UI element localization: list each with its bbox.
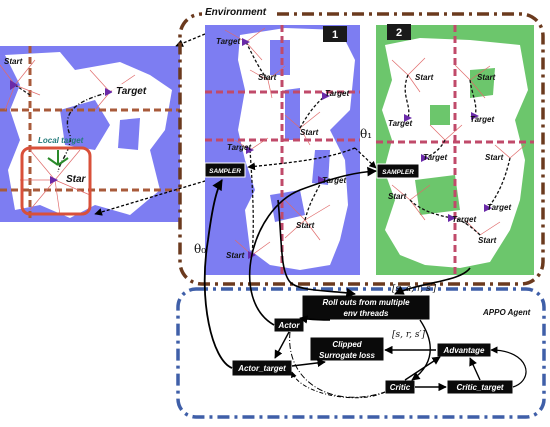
local-target-label: Local target bbox=[38, 136, 84, 145]
zoom-start-cut-label: Star bbox=[66, 174, 87, 185]
zoom-highlight-box bbox=[20, 146, 92, 216]
p1-start-3: Start bbox=[296, 221, 315, 230]
panel-2-number: 2 bbox=[396, 27, 402, 39]
p2-target-3: Target bbox=[423, 153, 447, 162]
appo-agent-frame bbox=[176, 287, 546, 419]
clipped-loss-node bbox=[309, 336, 385, 362]
rollouts-line-1: Roll outs from multiple bbox=[322, 298, 410, 307]
p1-start-1: Start bbox=[258, 73, 277, 82]
p2-target-2: Target bbox=[470, 115, 494, 124]
transition-tuple-label: [s, a, r, s′] bbox=[392, 284, 437, 294]
p1-target-1: Target bbox=[216, 37, 240, 46]
rollouts-line-2: env threads bbox=[344, 309, 389, 318]
p2-target-5: Target bbox=[452, 215, 476, 224]
p2-start-5: Start bbox=[478, 236, 497, 245]
p1-start-2: Start bbox=[300, 128, 319, 137]
clipped-line-1: Clipped bbox=[332, 340, 362, 349]
map-panel-1: 1 Target Start Target Start Target Targe… bbox=[205, 25, 360, 275]
p1-start-4: Start bbox=[226, 251, 245, 260]
rollouts-box bbox=[301, 294, 431, 321]
p2-start-1: Start bbox=[415, 73, 434, 82]
critic-target-label: Critic_target bbox=[456, 383, 503, 392]
actor-label: Actor bbox=[278, 321, 301, 330]
panel-1-badge bbox=[323, 26, 347, 42]
map-panel-2: 2 Start Start Target Target Target Start… bbox=[376, 24, 534, 275]
sampler-box-2 bbox=[376, 163, 420, 179]
zoom-start-label: Start bbox=[4, 57, 23, 66]
p2-target-1: Target bbox=[388, 119, 412, 128]
theta0-label: θ₀ bbox=[194, 242, 206, 256]
p2-start-2: Start bbox=[477, 73, 496, 82]
critic-label: Critic bbox=[390, 383, 411, 392]
actor-target-label: Actor_target bbox=[237, 364, 286, 373]
sampler-label-1: SAMPLER bbox=[209, 168, 241, 175]
p1-target-4: Target bbox=[322, 176, 346, 185]
local-target-marker bbox=[47, 150, 69, 166]
panel-2-badge bbox=[387, 24, 411, 40]
advantage-label: Advantage bbox=[443, 346, 485, 355]
theta1-label: θ₁ bbox=[360, 127, 372, 141]
clipped-line-2: Surrogate loss bbox=[319, 351, 376, 360]
environment-title: Environment bbox=[205, 7, 267, 18]
p1-target-2: Target bbox=[325, 89, 349, 98]
zoomed-map: Target Start Local target Star bbox=[0, 46, 180, 222]
environment-frame bbox=[178, 12, 545, 286]
p2-start-4: Start bbox=[388, 192, 407, 201]
sampler-label-2: SAMPLER bbox=[382, 169, 414, 176]
p2-start-3: Start bbox=[485, 153, 504, 162]
panel-1-number: 1 bbox=[332, 29, 338, 41]
p2-target-4: Target bbox=[487, 203, 511, 212]
sampler-box-1 bbox=[204, 162, 246, 178]
appo-agent-title: APPO Agent bbox=[482, 308, 531, 317]
zoom-target-label: Target bbox=[116, 86, 147, 97]
critic-tuple-label: [s, r, s′] bbox=[392, 330, 426, 340]
p1-target-3: Target bbox=[227, 143, 251, 152]
